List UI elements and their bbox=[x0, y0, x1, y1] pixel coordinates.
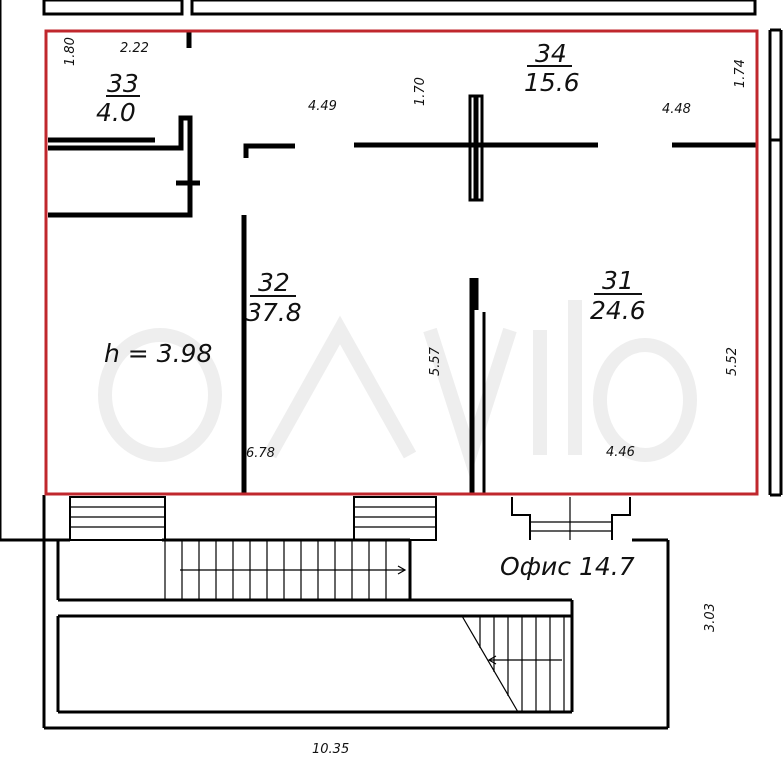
entry-steps bbox=[69, 496, 631, 541]
office-label: Офис 14.7 bbox=[500, 552, 635, 581]
room-34-label: 34 15.6 bbox=[524, 39, 580, 97]
dimension-label: 6.78 bbox=[246, 446, 275, 461]
interior-walls bbox=[48, 30, 757, 495]
stairs-upper bbox=[164, 540, 407, 600]
dimension-label: 4.46 bbox=[606, 445, 635, 460]
dimension-label: 2.22 bbox=[120, 41, 149, 56]
room-number: 31 bbox=[602, 266, 634, 295]
room-area: 15.6 bbox=[524, 68, 580, 97]
room-31-label: 31 24.6 bbox=[590, 266, 646, 325]
lower-structure bbox=[42, 495, 670, 730]
highlighted-premises-outline bbox=[44, 29, 759, 496]
dimension-label: 10.35 bbox=[312, 742, 349, 757]
room-number: 34 bbox=[535, 39, 567, 68]
dimension-label: 1.70 bbox=[413, 77, 428, 106]
dimension-label: 5.52 bbox=[725, 347, 740, 376]
ceiling-height-label: h = 3.98 bbox=[104, 339, 212, 368]
stairs-lower bbox=[461, 615, 565, 713]
room-area: 37.8 bbox=[246, 298, 302, 327]
watermark bbox=[98, 300, 697, 478]
outer-walls bbox=[0, 0, 783, 542]
room-33-label: 33 4.0 bbox=[96, 69, 140, 127]
dimension-label: 1.74 bbox=[733, 59, 748, 88]
room-number: 32 bbox=[258, 268, 290, 297]
dimension-label: 1.80 bbox=[63, 37, 78, 66]
room-32-label: 32 37.8 bbox=[246, 268, 302, 327]
dimension-label: 4.48 bbox=[662, 102, 691, 117]
room-number: 33 bbox=[107, 69, 139, 98]
room-area: 4.0 bbox=[96, 98, 136, 127]
dimension-label: 4.49 bbox=[308, 99, 337, 114]
room-area: 24.6 bbox=[590, 296, 646, 325]
dimension-label: 3.03 bbox=[703, 603, 718, 632]
dimension-label: 5.57 bbox=[428, 346, 443, 376]
